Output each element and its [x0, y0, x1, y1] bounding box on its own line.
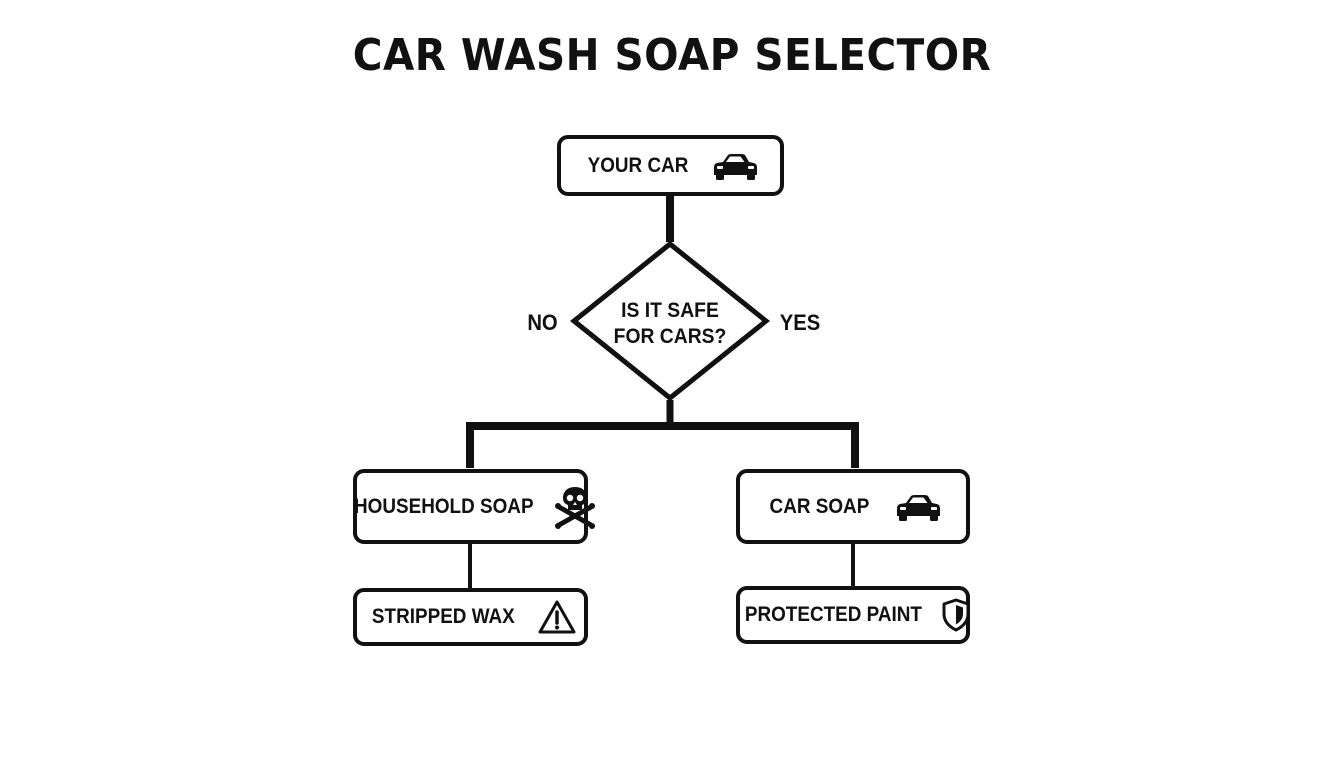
car-icon	[897, 494, 941, 521]
yes-branch-label: YES	[779, 310, 821, 335]
decision-text: IS IT SAFE FOR CARS?	[578, 298, 762, 350]
start-node: YOUR CAR	[557, 135, 784, 196]
protected-paint-label: PROTECTED PAINT	[744, 603, 922, 626]
car-soap-label: CAR SOAP	[769, 494, 869, 518]
decision-line-2: FOR CARS?	[613, 325, 727, 348]
diagram-title: CAR WASH SOAP SELECTOR	[352, 30, 992, 81]
warning-icon	[538, 600, 576, 634]
household-soap-node: HOUSEHOLD SOAP	[353, 469, 596, 544]
start-node-label: YOUR CAR	[588, 153, 689, 177]
connector-split-bar	[466, 422, 859, 468]
car-icon	[713, 153, 757, 180]
decision-line-1: IS IT SAFE	[621, 299, 719, 322]
no-branch-label: NO	[527, 310, 558, 335]
stripped-wax-node: STRIPPED WAX	[353, 588, 588, 646]
skull-crossbones-icon	[555, 486, 596, 529]
decision-diamond	[570, 240, 770, 402]
stripped-wax-label: STRIPPED WAX	[372, 605, 515, 628]
car-soap-node: CAR SOAP	[736, 469, 970, 544]
shield-icon	[942, 598, 970, 632]
protected-paint-node: PROTECTED PAINT	[736, 586, 970, 644]
household-soap-label: HOUSEHOLD SOAP	[353, 494, 534, 518]
